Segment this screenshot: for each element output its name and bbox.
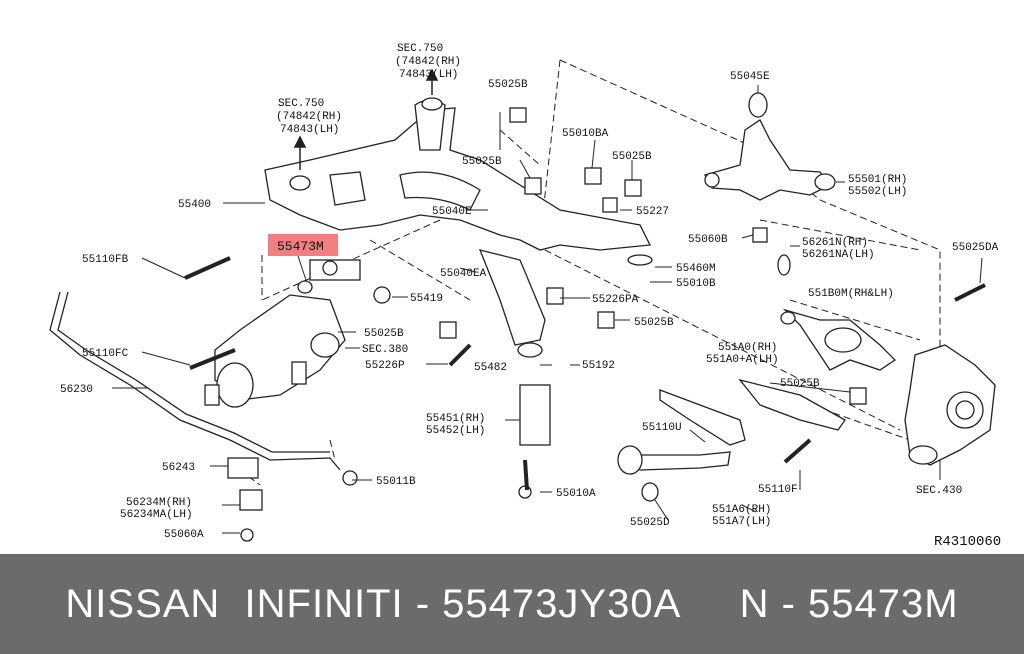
label-55025DA: 55025DA	[952, 242, 999, 254]
label-55025B-1: 55025B	[488, 79, 528, 91]
label-55060A: 55060A	[164, 529, 204, 541]
label-55025D: 55025D	[630, 517, 670, 529]
label-55011B: 55011B	[376, 476, 416, 488]
differential	[204, 294, 346, 408]
stabilizer-bar	[49, 291, 358, 511]
label-56234M: 56234M(RH)	[126, 497, 192, 509]
label-55010B: 55010B	[676, 278, 716, 290]
label-55010BA: 55010BA	[562, 128, 609, 140]
label-56261NA: 56261NA(LH)	[802, 249, 875, 261]
label-sec750-a-lh: 74843(LH)	[399, 69, 458, 81]
label-sec430: SEC.430	[916, 485, 962, 497]
label-56234MA: 56234MA(LH)	[120, 509, 193, 521]
label-55025B-3: 55025B	[462, 156, 502, 168]
label-sec380: SEC.380	[362, 344, 408, 356]
label-55025B-2: 55025B	[612, 151, 652, 163]
label-sec750-a: SEC.750	[397, 43, 443, 55]
rear-suspension-member	[264, 97, 652, 358]
label-55502: 55502(LH)	[848, 186, 907, 198]
label-55482: 55482	[474, 362, 507, 374]
label-56261N: 56261N(RH)	[802, 237, 868, 249]
label-55110FC: 55110FC	[82, 348, 129, 360]
leader-lines	[112, 85, 983, 534]
label-55501: 55501(RH)	[848, 174, 907, 186]
parts-diagram: SEC.750 (74842(RH) 74843(LH) SEC.750 (74…	[49, 43, 1002, 550]
label-56230: 56230	[60, 384, 93, 396]
label-55010A: 55010A	[556, 488, 596, 500]
label-551A7: 551A7(LH)	[712, 516, 771, 528]
label-55025B-5: 55025B	[634, 317, 674, 329]
lower-link	[780, 308, 897, 371]
label-551A6: 551A6(RH)	[712, 504, 771, 516]
part-number-text: NISSAN INFINITI - 55473JY30A N - 55473M	[65, 581, 959, 626]
label-55473M: 55473M	[277, 239, 324, 254]
label-55110U: 55110U	[642, 422, 682, 434]
callout-labels: SEC.750 (74842(RH) 74843(LH) SEC.750 (74…	[60, 43, 1001, 550]
label-55110F: 55110F	[758, 484, 798, 496]
label-sec750-b: SEC.750	[278, 98, 324, 110]
label-56243: 56243	[162, 462, 195, 474]
label-55040EA: 55040EA	[440, 268, 487, 280]
label-55060B: 55060B	[688, 234, 728, 246]
label-55226P: 55226P	[365, 360, 405, 372]
label-sec750-a-rh: (74842(RH)	[395, 56, 461, 68]
highlight-box	[268, 234, 338, 256]
label-55452: 55452(LH)	[426, 425, 485, 437]
label-55192: 55192	[582, 360, 615, 372]
label-551A0: 551A0(RH)	[718, 342, 777, 354]
label-55400: 55400	[178, 199, 211, 211]
label-55025B-6: 55025B	[780, 378, 820, 390]
label-55460M: 55460M	[676, 263, 716, 275]
label-55045E: 55045E	[730, 71, 770, 83]
label-55227: 55227	[636, 206, 669, 218]
label-551A0A: 551A0+A(LH)	[706, 354, 779, 366]
label-55110FB: 55110FB	[82, 254, 129, 266]
axle-housing	[904, 344, 996, 466]
misc-parts	[184, 107, 986, 542]
sec750-arrows	[293, 68, 439, 170]
label-55040E: 55040E	[432, 206, 472, 218]
upper-link	[704, 92, 836, 201]
label-551B0M: 551B0M(RH&LH)	[808, 288, 894, 300]
diagram-reference: R4310060	[934, 534, 1001, 550]
label-sec750-b-lh: 74843(LH)	[280, 124, 339, 136]
part-number-banner: NISSAN INFINITI - 55473JY30A N - 55473M	[0, 554, 1024, 654]
label-55451: 55451(RH)	[426, 413, 485, 425]
label-55025B-4: 55025B	[364, 328, 404, 340]
label-55419: 55419	[410, 293, 443, 305]
label-55226PA: 55226PA	[592, 294, 639, 306]
label-sec750-b-rh: (74842(RH)	[276, 111, 342, 123]
